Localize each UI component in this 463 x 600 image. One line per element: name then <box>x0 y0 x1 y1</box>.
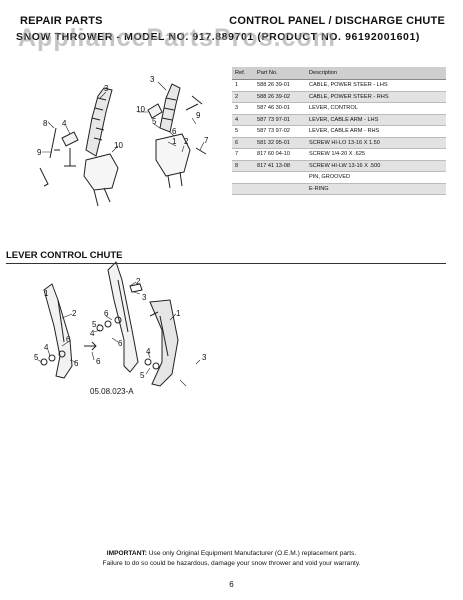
table-cell-ref: 3 <box>232 102 254 115</box>
callout-top-4: 8 <box>43 119 48 128</box>
table-row: E-RING <box>232 183 446 195</box>
callout-top-13: 9 <box>196 111 201 120</box>
callout-bottom-3: 1 <box>176 309 181 318</box>
table-cell-description: SCREW 1/4-20 X .625 <box>306 148 446 161</box>
callout-bottom-7: 5 <box>92 320 97 329</box>
table-cell-part-no: 587 46 30-01 <box>254 102 306 115</box>
callout-bottom-14: 4 <box>146 347 151 356</box>
table-cell-description: LEVER, CABLE ARM - RHS <box>306 125 446 138</box>
col-part-no: Part No. <box>254 67 306 80</box>
callout-top-1: 3 <box>104 84 109 93</box>
table-cell-ref: 4 <box>232 114 254 126</box>
cable-arm-left <box>61 131 79 147</box>
pivot-bracket-right <box>155 133 191 177</box>
footer-notice: IMPORTANT: Use only Original Equipment M… <box>20 549 443 569</box>
callout-top-8: 5 <box>152 117 157 126</box>
table-cell-ref: 7 <box>232 148 254 161</box>
table-cell-part-no <box>254 171 306 184</box>
table-cell-ref: 6 <box>232 137 254 149</box>
table-cell-part-no: 817 41 13-08 <box>254 160 306 172</box>
footer-line-1-text: Use only Original Equipment Manufacturer… <box>148 550 357 557</box>
table-cell-ref <box>232 183 254 195</box>
footer-line-2: Failure to do so could be hazardous, dam… <box>102 560 361 567</box>
callout-bottom-12: 4 <box>44 343 49 352</box>
callout-top-2: 3 <box>150 75 155 84</box>
callout-bottom-4: 2 <box>72 309 77 318</box>
callout-bottom-11: 5 <box>34 353 39 362</box>
table-cell-ref <box>232 171 254 184</box>
parts-table-header: Ref. Part No. Description <box>232 67 446 80</box>
callout-top-12: 7 <box>204 136 209 145</box>
callout-bottom-6: 6 <box>104 309 109 318</box>
chute-lever-right <box>149 299 179 387</box>
table-row: PIN, GROOVED <box>232 171 446 184</box>
table-cell-description: CABLE, POWER STEER - RHS <box>306 91 446 103</box>
table-cell-part-no: 588 26 39-01 <box>254 79 306 92</box>
table-cell-ref: 1 <box>232 79 254 92</box>
callout-bottom-2: 3 <box>142 293 147 302</box>
chute-lever-left <box>43 283 73 379</box>
callout-top-5: 9 <box>37 148 42 157</box>
header-left-title: REPAIR PARTS <box>20 15 103 27</box>
section-title: LEVER CONTROL CHUTE <box>6 250 123 261</box>
table-cell-ref: 8 <box>232 160 254 172</box>
table-cell-ref: 5 <box>232 125 254 138</box>
callout-top-9: 6 <box>172 127 177 136</box>
callout-bottom-15: 5 <box>140 371 145 380</box>
figure-code: 05.08.023-A <box>90 387 134 396</box>
footer-line-1: IMPORTANT: Use only Original Equipment M… <box>20 549 443 559</box>
table-cell-description: LEVER, CABLE ARM - LHS <box>306 114 446 126</box>
control-lever-left <box>85 87 113 157</box>
callout-bottom-1: 2 <box>136 277 141 286</box>
table-cell-ref: 2 <box>232 91 254 103</box>
callout-top-11: 2 <box>184 137 189 146</box>
callout-top-3: 4 <box>62 119 67 128</box>
table-cell-part-no <box>254 183 306 195</box>
callout-top-6: 10 <box>114 141 123 150</box>
table-cell-description: SCREW HI-LO 13-16 X 1.50 <box>306 137 446 149</box>
callout-bottom-13: 6 <box>74 359 79 368</box>
callout-top-10: 1 <box>172 137 177 146</box>
table-cell-description: SCREW HI-LW 13-16 X .500 <box>306 160 446 172</box>
table-cell-part-no: 581 32 95-01 <box>254 137 306 149</box>
table-cell-part-no: 588 26 39-02 <box>254 91 306 103</box>
pivot-bracket-left <box>83 153 119 191</box>
table-cell-description: PIN, GROOVED <box>306 171 446 184</box>
callout-bottom-5: 1 <box>44 289 49 298</box>
callout-top-7: 10 <box>136 105 145 114</box>
table-cell-part-no: 587 73 97-01 <box>254 114 306 126</box>
chute-lever-middle <box>107 261 139 373</box>
callout-bottom-17: 3 <box>202 353 207 362</box>
callout-bottom-10: 6 <box>66 335 71 344</box>
callout-bottom-16: 6 <box>96 357 101 366</box>
col-ref: Ref. <box>232 67 254 80</box>
page-number: 6 <box>229 580 234 589</box>
callout-bottom-8: 4 <box>90 329 95 338</box>
col-description: Description <box>306 67 446 80</box>
table-cell-part-no: 587 73 97-02 <box>254 125 306 138</box>
footer-important: IMPORTANT: <box>106 550 147 557</box>
table-cell-part-no: 817 60 04-10 <box>254 148 306 161</box>
table-cell-description: CABLE, POWER STEER - LHS <box>306 79 446 92</box>
table-cell-description: E-RING <box>306 183 446 195</box>
model-subheader: SNOW THROWER - MODEL NO. 917.889701 (PRO… <box>16 31 421 43</box>
section-divider <box>6 263 446 264</box>
callout-bottom-9: 6 <box>118 339 123 348</box>
control-lever-right <box>159 83 181 133</box>
table-cell-description: LEVER, CONTROL <box>306 102 446 115</box>
header-right-title: CONTROL PANEL / DISCHARGE CHUTE <box>229 15 445 27</box>
